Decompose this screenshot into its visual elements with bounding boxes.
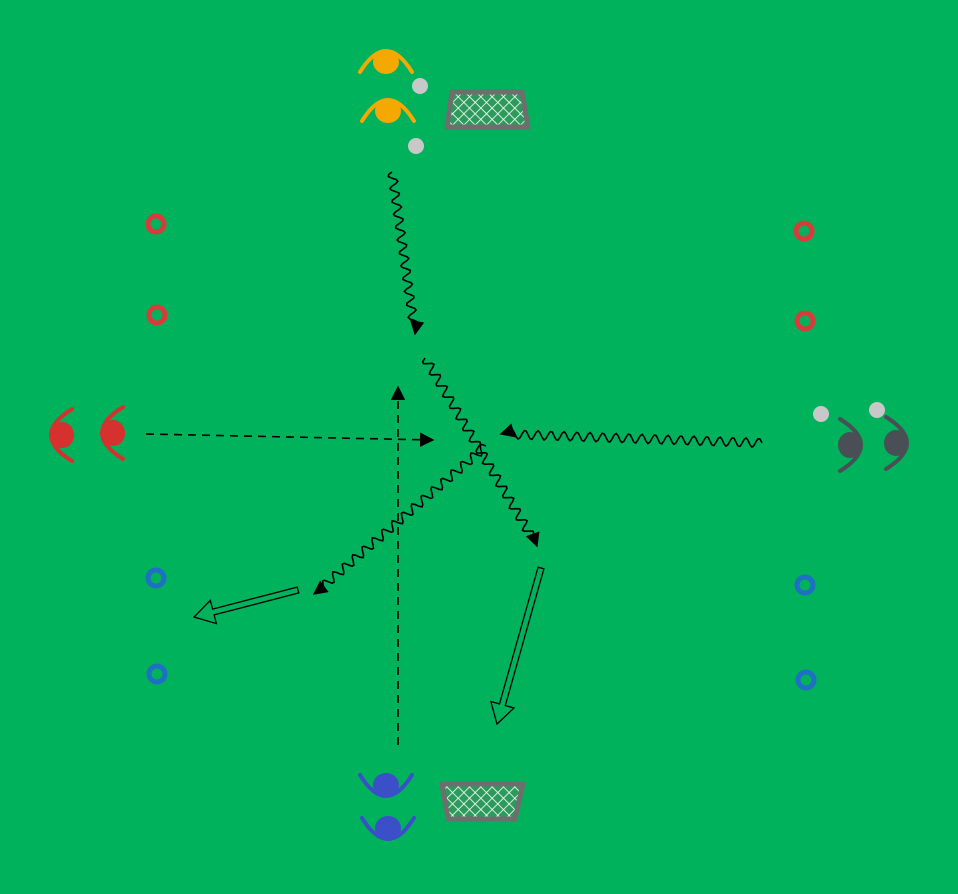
ball-2 bbox=[408, 138, 424, 154]
goals-layer bbox=[439, 89, 531, 822]
ball-3 bbox=[813, 406, 829, 422]
cone-left-blue-2 bbox=[146, 663, 168, 685]
blue-player-2 bbox=[360, 816, 416, 841]
dribble-line-5 bbox=[421, 357, 540, 548]
top-goal bbox=[444, 89, 531, 130]
players-layer bbox=[49, 49, 909, 841]
cone-left-blue-1 bbox=[145, 567, 167, 589]
shot-line-7 bbox=[489, 566, 545, 726]
cones-layer bbox=[145, 213, 817, 691]
grey-player-1 bbox=[838, 417, 863, 473]
grey-player-2 bbox=[884, 415, 909, 471]
cone-left-red-2 bbox=[146, 304, 168, 326]
ball-4 bbox=[869, 402, 885, 418]
dribble-line-1 bbox=[387, 171, 425, 336]
cone-right-blue-1 bbox=[794, 574, 816, 596]
cone-right-red-2 bbox=[794, 310, 816, 332]
movements-layer bbox=[145, 171, 763, 745]
yellow-player-1 bbox=[358, 49, 414, 74]
dribble-line-2 bbox=[499, 423, 763, 449]
bottom-goal bbox=[439, 781, 526, 822]
cone-left-red-1 bbox=[145, 213, 167, 235]
cone-right-blue-2 bbox=[795, 669, 817, 691]
blue-player-1 bbox=[358, 773, 414, 798]
ball-1 bbox=[412, 78, 428, 94]
shot-line-8 bbox=[192, 586, 300, 625]
dribble-line-6 bbox=[312, 443, 487, 595]
balls-layer bbox=[408, 78, 885, 422]
red-player-2 bbox=[100, 405, 125, 461]
cone-right-red-1 bbox=[793, 220, 815, 242]
run-line-3 bbox=[145, 432, 435, 447]
red-player-1 bbox=[49, 407, 74, 463]
yellow-player-2 bbox=[360, 98, 416, 123]
